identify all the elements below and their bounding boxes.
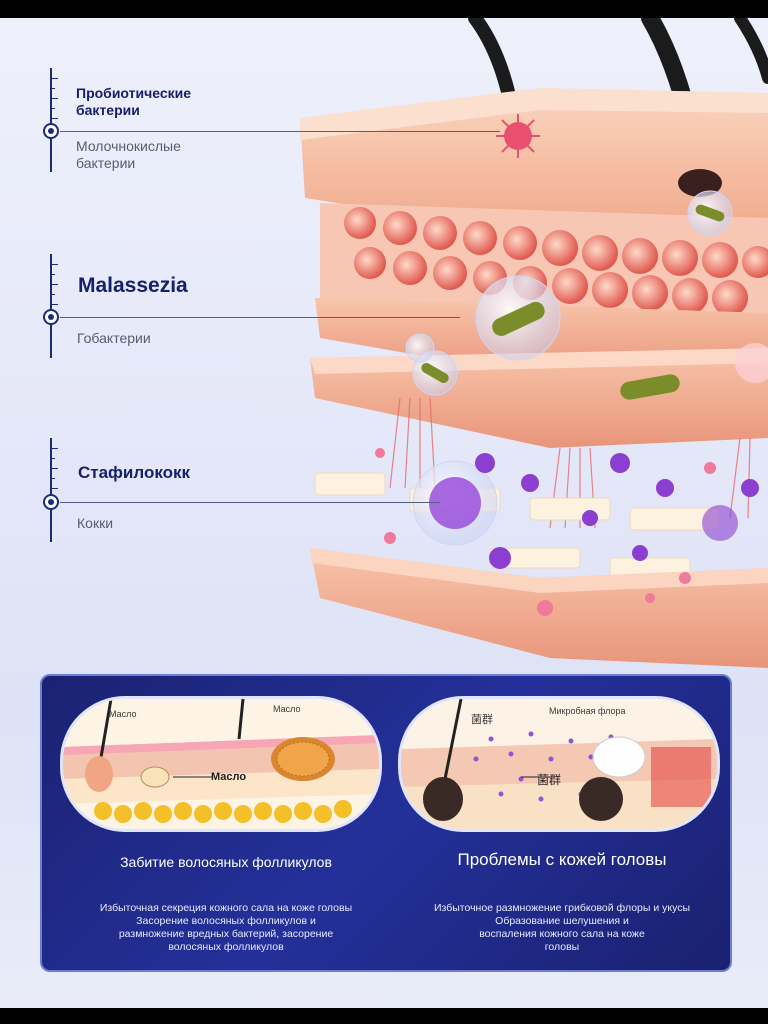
label-flora-center: 菌群 <box>537 773 562 787</box>
marker-dot <box>43 123 59 139</box>
layer-title-malassezia: Malassezia <box>78 274 188 297</box>
oval-scalp-problems: 菌群 Микробная флора 菌群 <box>398 696 720 832</box>
panel-desc-follicles: Избыточная секреция кожного сала на коже… <box>99 902 353 953</box>
label-flora-top-right: Микробная флора <box>549 706 626 716</box>
panel-desc-scalp: Избыточное размножение грибковой флоры и… <box>433 902 691 953</box>
problems-panel: Масло Масло Масло <box>40 674 732 972</box>
label-oil-top-left: Масло <box>109 709 137 719</box>
skin-layers-illustration <box>300 18 768 668</box>
marker-dot <box>43 494 59 510</box>
oval-follicle-clog: Масло Масло Масло <box>60 696 382 832</box>
layer-title-staph: Стафилококк <box>78 463 191 482</box>
panel-title-follicles: Забитие волосяных фолликулов <box>120 854 332 870</box>
pointer-line <box>60 131 500 132</box>
ruler <box>50 68 52 172</box>
panel-title-scalp: Проблемы с кожей головы <box>457 850 667 869</box>
label-oil-center: Масло <box>211 771 247 783</box>
layer-subtitle-gobacteria: Гобактерии <box>77 330 151 346</box>
layer-subtitle-cocci: Кокки <box>77 515 114 531</box>
label-flora-top-left: 菌群 <box>471 714 493 726</box>
marker-dot <box>43 309 59 325</box>
label-oil-top-right: Масло <box>273 704 301 714</box>
